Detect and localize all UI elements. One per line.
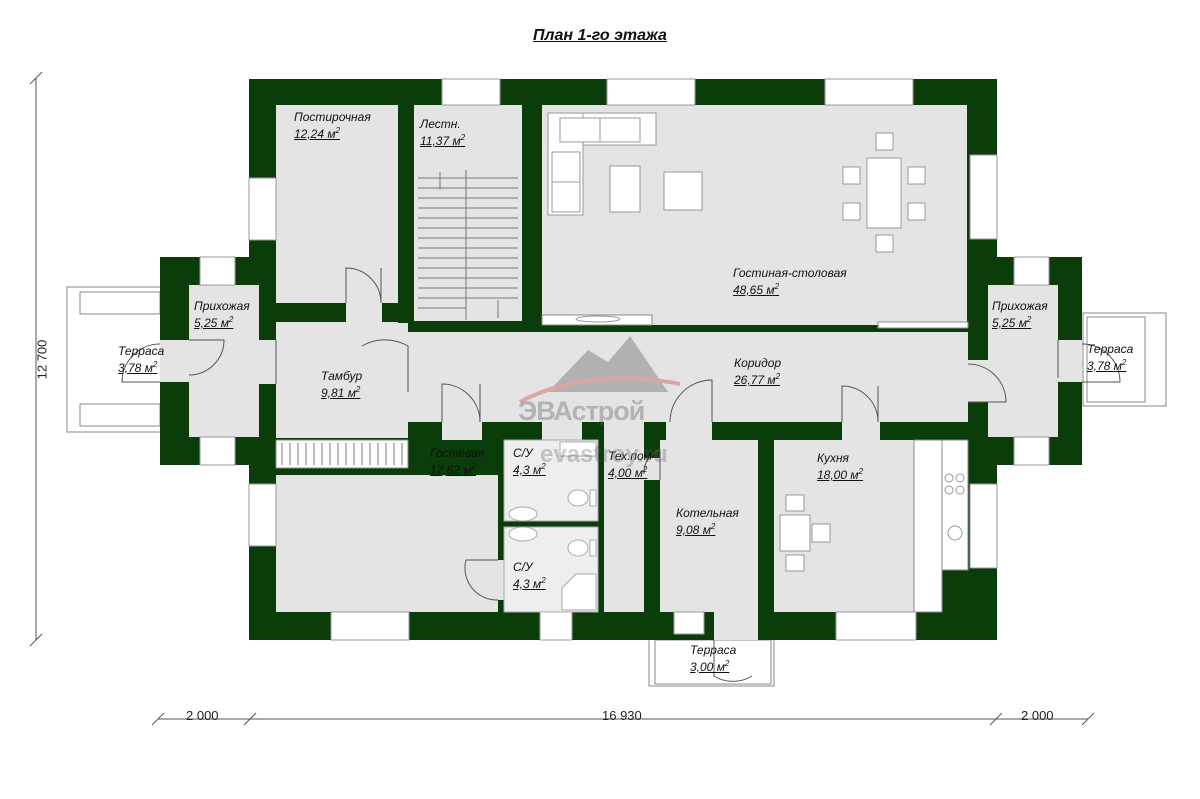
room-area: 5,25 м2 (194, 315, 234, 330)
room-name: Постирочная (294, 110, 371, 124)
room-name: С/У (513, 560, 533, 574)
room-label-bathroom-upper: С/У 4,3 м2 (513, 447, 546, 477)
room-label-stairs: Лестн. 11,37 м2 (420, 118, 465, 148)
room-name: Терраса (118, 344, 165, 358)
room-label-utility: Тех.пом 4,00 м2 (608, 450, 652, 480)
room-name: Котельная (676, 506, 739, 520)
door-swings (121, 267, 1121, 682)
room-label-vestibule: Тамбур 9,81 м2 (321, 370, 362, 400)
room-name: Прихожая (992, 299, 1048, 313)
dimension-left: 2 000 (186, 708, 219, 723)
room-area: 9,08 м2 (676, 522, 716, 537)
room-name: Лестн. (420, 117, 461, 131)
dimension-right: 2 000 (1021, 708, 1054, 723)
room-label-hall-left: Прихожая 5,25 м2 (194, 300, 250, 330)
room-label-bathroom-lower: С/У 4,3 м2 (513, 561, 546, 591)
room-name: Терраса (690, 643, 737, 657)
room-label-guest: Гостевая 17,62 м2 (430, 447, 484, 477)
room-name: Коридор (734, 356, 782, 370)
room-label-living-dining: Гостиная-столовая 48,65 м2 (733, 267, 847, 297)
room-label-kitchen: Кухня 18,00 м2 (817, 452, 863, 482)
room-label-boiler: Котельная 9,08 м2 (676, 507, 739, 537)
terraces (66, 286, 1167, 687)
windows (199, 78, 1050, 641)
dimension-height: 12 700 (34, 339, 50, 380)
room-name: Тамбур (321, 369, 363, 383)
room-area: 9,81 м2 (321, 385, 361, 400)
room-label-corridor: Коридор 26,77 м2 (734, 357, 781, 387)
living-furniture (547, 112, 926, 323)
plan-title: План 1-го этажа (533, 27, 667, 44)
dimension-lines (29, 71, 1095, 726)
room-area: 17,62 м2 (430, 462, 477, 477)
watermark-site: evastroy.ru (540, 441, 668, 468)
room-area: 48,65 м2 (733, 282, 780, 297)
room-label-terrace-right: Терраса 3,78 м2 (1087, 343, 1133, 373)
room-area: 18,00 м2 (817, 467, 864, 482)
dimension-center: 16 930 (602, 708, 642, 723)
room-label-terrace-bottom: Терраса 3,00 м2 (690, 644, 736, 674)
room-area: 3,78 м2 (118, 360, 158, 375)
room-name: Гостевая (430, 446, 485, 460)
door-openings (160, 303, 1082, 640)
room-name: Кухня (817, 451, 849, 465)
room-label-laundry: Постирочная 12,24 м2 (294, 111, 371, 141)
room-area: 11,37 м2 (420, 133, 466, 148)
room-name: Гостиная-столовая (733, 266, 847, 280)
stairs (418, 170, 518, 320)
room-area: 4,00 м2 (608, 465, 648, 480)
room-area: 26,77 м2 (734, 372, 781, 387)
room-area: 3,78 м2 (1087, 358, 1127, 373)
room-name: Прихожая (194, 299, 250, 313)
kitchen-furniture (779, 473, 965, 572)
bathroom-fixtures (503, 439, 599, 613)
room-name: Тех.пом (608, 449, 652, 463)
room-label-terrace-left: Терраса 3,78 м2 (118, 345, 164, 375)
room-area: 3,00 м2 (690, 659, 730, 674)
watermark-brand: ЭВАстрой (518, 396, 645, 426)
room-area: 12,24 м2 (294, 126, 341, 141)
watermark-logo (519, 336, 681, 404)
room-area: 4,3 м2 (513, 576, 546, 591)
room-name: Терраса (1087, 342, 1134, 356)
room-label-hall-right: Прихожая 5,25 м2 (992, 300, 1048, 330)
radiator-hatch (281, 443, 403, 465)
room-area: 5,25 м2 (992, 315, 1032, 330)
room-area: 4,3 м2 (513, 462, 546, 477)
room-name: С/У (513, 446, 533, 460)
